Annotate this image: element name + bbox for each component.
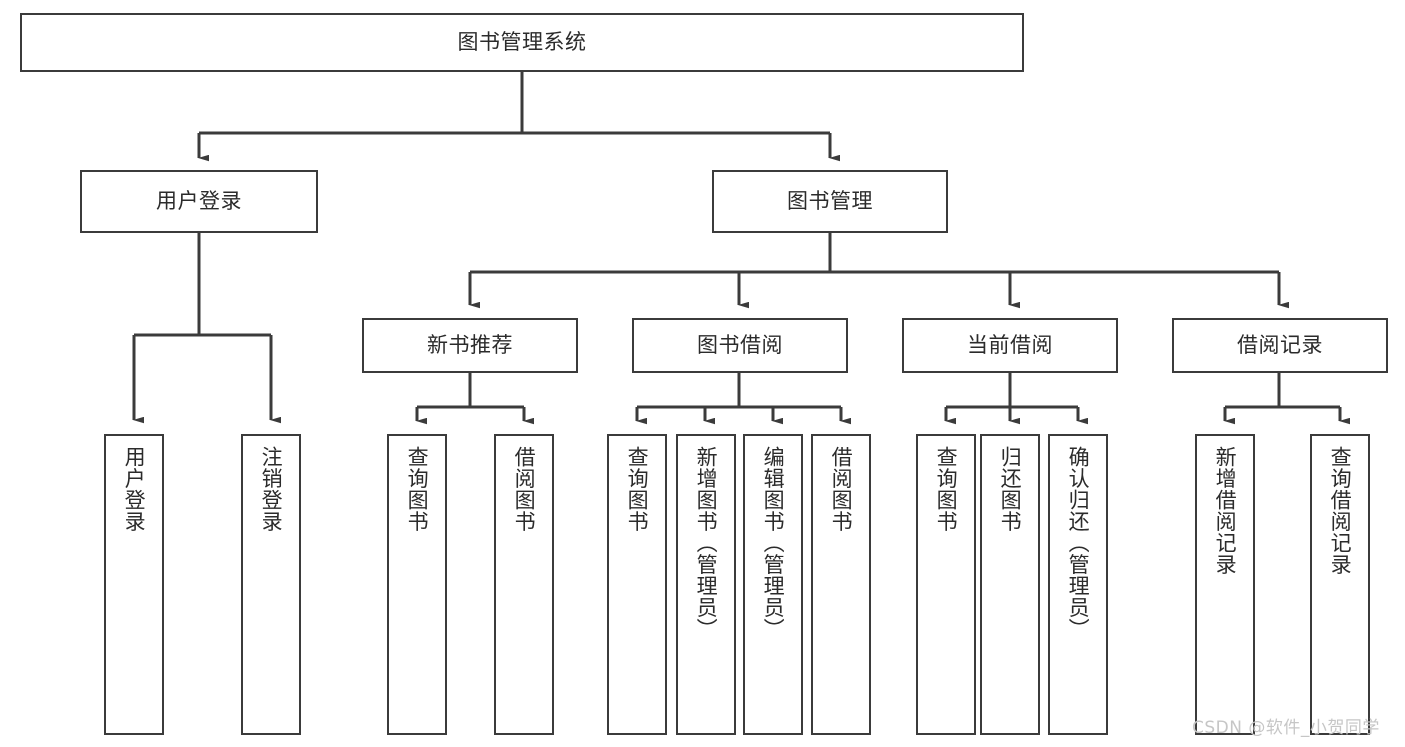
leaf-new-book-query[interactable]: 查询图书	[387, 434, 447, 735]
leaf-user-login-logout[interactable]: 注销登录	[241, 434, 301, 735]
node-label: 查询图书	[934, 446, 959, 532]
node-label: 用户登录	[156, 188, 242, 213]
node-label: 编辑图书（管理员）	[761, 446, 786, 640]
leaf-borrow-record-query[interactable]: 查询借阅记录	[1310, 434, 1370, 735]
node-label: 当前借阅	[967, 332, 1053, 357]
node-label: 借阅图书	[512, 446, 537, 532]
node-book-management[interactable]: 图书管理	[712, 170, 948, 233]
leaf-current-borrow-query[interactable]: 查询图书	[916, 434, 976, 735]
leaf-current-borrow-confirm-return[interactable]: 确认归还（管理员）	[1048, 434, 1108, 735]
node-label: 用户登录	[122, 446, 147, 532]
leaf-book-borrow-query[interactable]: 查询图书	[607, 434, 667, 735]
leaf-book-borrow-add[interactable]: 新增图书（管理员）	[676, 434, 736, 735]
node-label: 查询图书	[625, 446, 650, 532]
node-current-borrow[interactable]: 当前借阅	[902, 318, 1118, 373]
leaf-current-borrow-return[interactable]: 归还图书	[980, 434, 1040, 735]
node-label: 注销登录	[259, 446, 284, 532]
node-label: 新增图书（管理员）	[694, 446, 719, 640]
node-new-book-recommend[interactable]: 新书推荐	[362, 318, 578, 373]
node-user-login[interactable]: 用户登录	[80, 170, 318, 233]
node-label: 借阅记录	[1237, 332, 1323, 357]
node-root-book-management-system[interactable]: 图书管理系统	[20, 13, 1024, 72]
leaf-borrow-record-add[interactable]: 新增借阅记录	[1195, 434, 1255, 735]
csdn-watermark: CSDN @软件_小贺同学	[1192, 718, 1380, 738]
node-label: 图书管理	[787, 188, 873, 213]
node-borrow-record[interactable]: 借阅记录	[1172, 318, 1388, 373]
leaf-user-login-login[interactable]: 用户登录	[104, 434, 164, 735]
node-label: 图书管理系统	[457, 29, 587, 54]
node-label: 归还图书	[998, 446, 1023, 532]
node-book-borrow[interactable]: 图书借阅	[632, 318, 848, 373]
leaf-book-borrow-edit[interactable]: 编辑图书（管理员）	[743, 434, 803, 735]
node-label: 图书借阅	[697, 332, 783, 357]
leaf-book-borrow-borrow[interactable]: 借阅图书	[811, 434, 871, 735]
leaf-new-book-borrow[interactable]: 借阅图书	[494, 434, 554, 735]
node-label: 确认归还（管理员）	[1066, 446, 1091, 640]
node-label: 查询借阅记录	[1328, 446, 1353, 575]
node-label: 新增借阅记录	[1213, 446, 1238, 575]
node-label: 新书推荐	[427, 332, 513, 357]
node-label: 借阅图书	[829, 446, 854, 532]
node-label: 查询图书	[405, 446, 430, 532]
